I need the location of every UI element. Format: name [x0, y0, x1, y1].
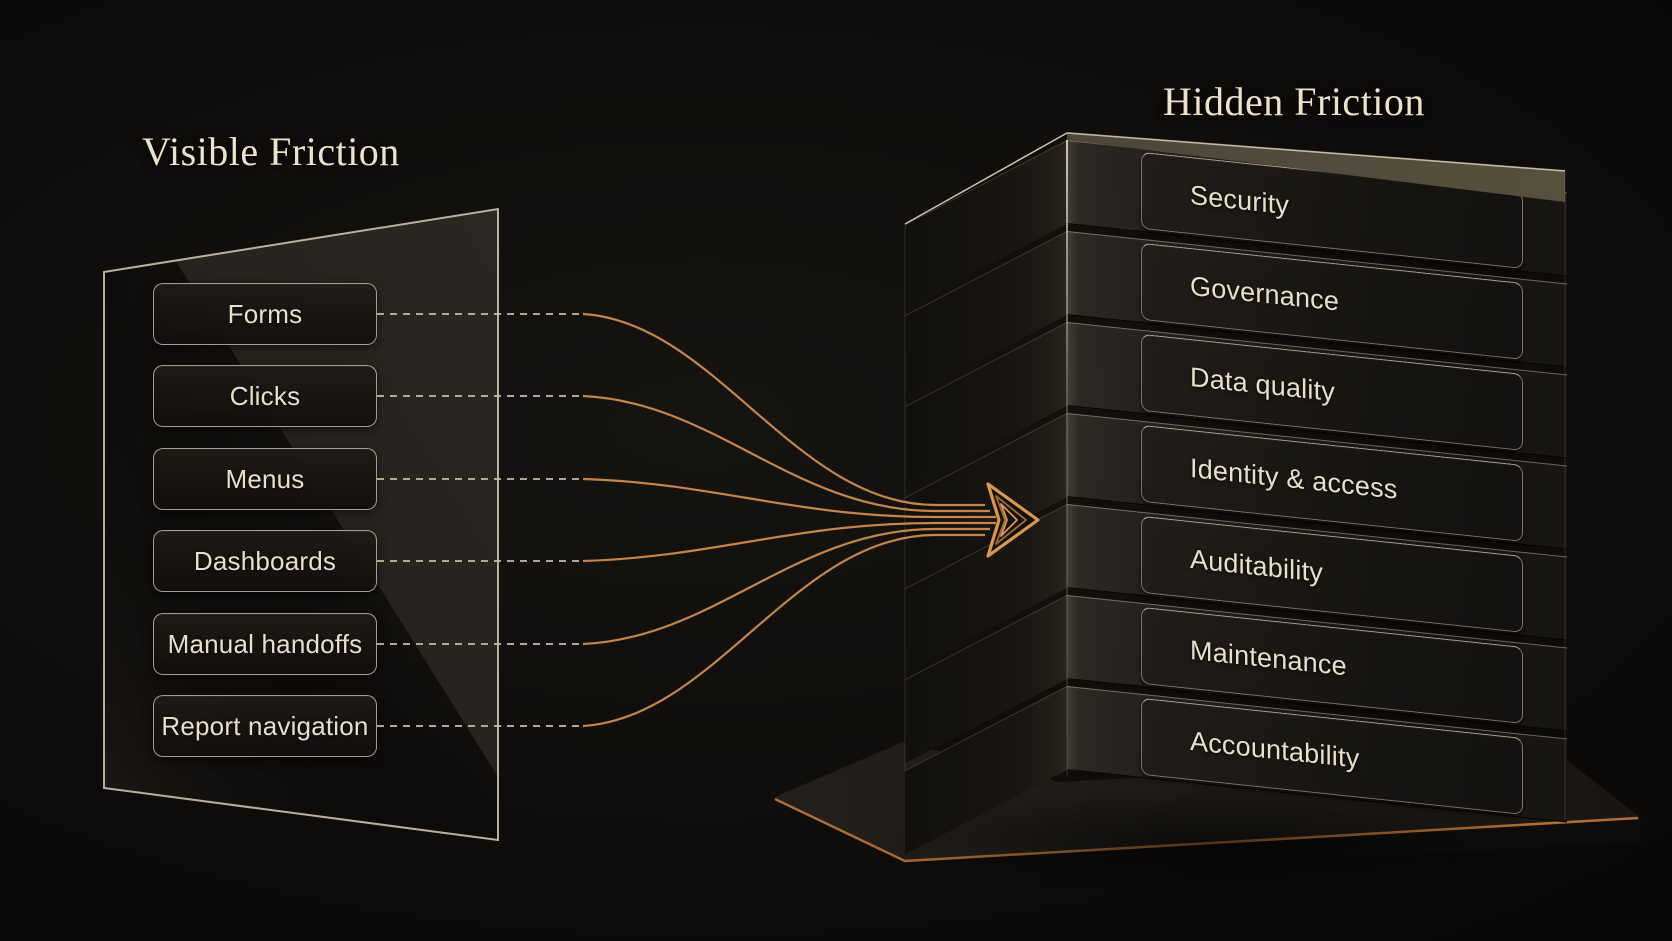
flow-curve-clicks [582, 394, 990, 513]
hidden-friction-title: Hidden Friction [1163, 79, 1425, 124]
flow-curve-menus [582, 477, 996, 519]
friction-item-label: Menus [225, 463, 305, 494]
arrow-icon [986, 482, 1040, 558]
friction-item-manual-handoffs: Manual handoffs [153, 613, 377, 675]
friction-item-clicks: Clicks [153, 365, 377, 427]
stack-top-right-edge [1066, 132, 1566, 172]
friction-item-label: Forms [227, 298, 303, 329]
flow-curve-report-navigation [582, 533, 985, 728]
dashed-connectors [377, 313, 583, 727]
flow-curve-dashboards [582, 521, 996, 563]
stack-top-left-edge [904, 132, 1068, 225]
friction-item-report-navigation: Report navigation [153, 695, 377, 757]
copper-flow-curves [582, 312, 996, 728]
friction-item-forms: Forms [153, 283, 377, 345]
flow-curve-forms [582, 312, 985, 507]
friction-item-dashboards: Dashboards [153, 530, 377, 592]
friction-item-label: Report navigation [161, 710, 369, 741]
arrow-inner-outline [1000, 503, 1018, 537]
arrow-outer-outline [986, 482, 1040, 558]
arrow-mid-outline [995, 495, 1027, 545]
flow-curve-manual-handoffs [582, 527, 990, 646]
friction-item-menus: Menus [153, 448, 377, 510]
friction-item-label: Manual handoffs [167, 628, 363, 659]
stack-corner-highlight [1065, 140, 1068, 777]
visible-friction-title: Visible Friction [142, 129, 400, 174]
friction-item-label: Dashboards [193, 545, 337, 576]
friction-item-label: Clicks [229, 380, 301, 411]
